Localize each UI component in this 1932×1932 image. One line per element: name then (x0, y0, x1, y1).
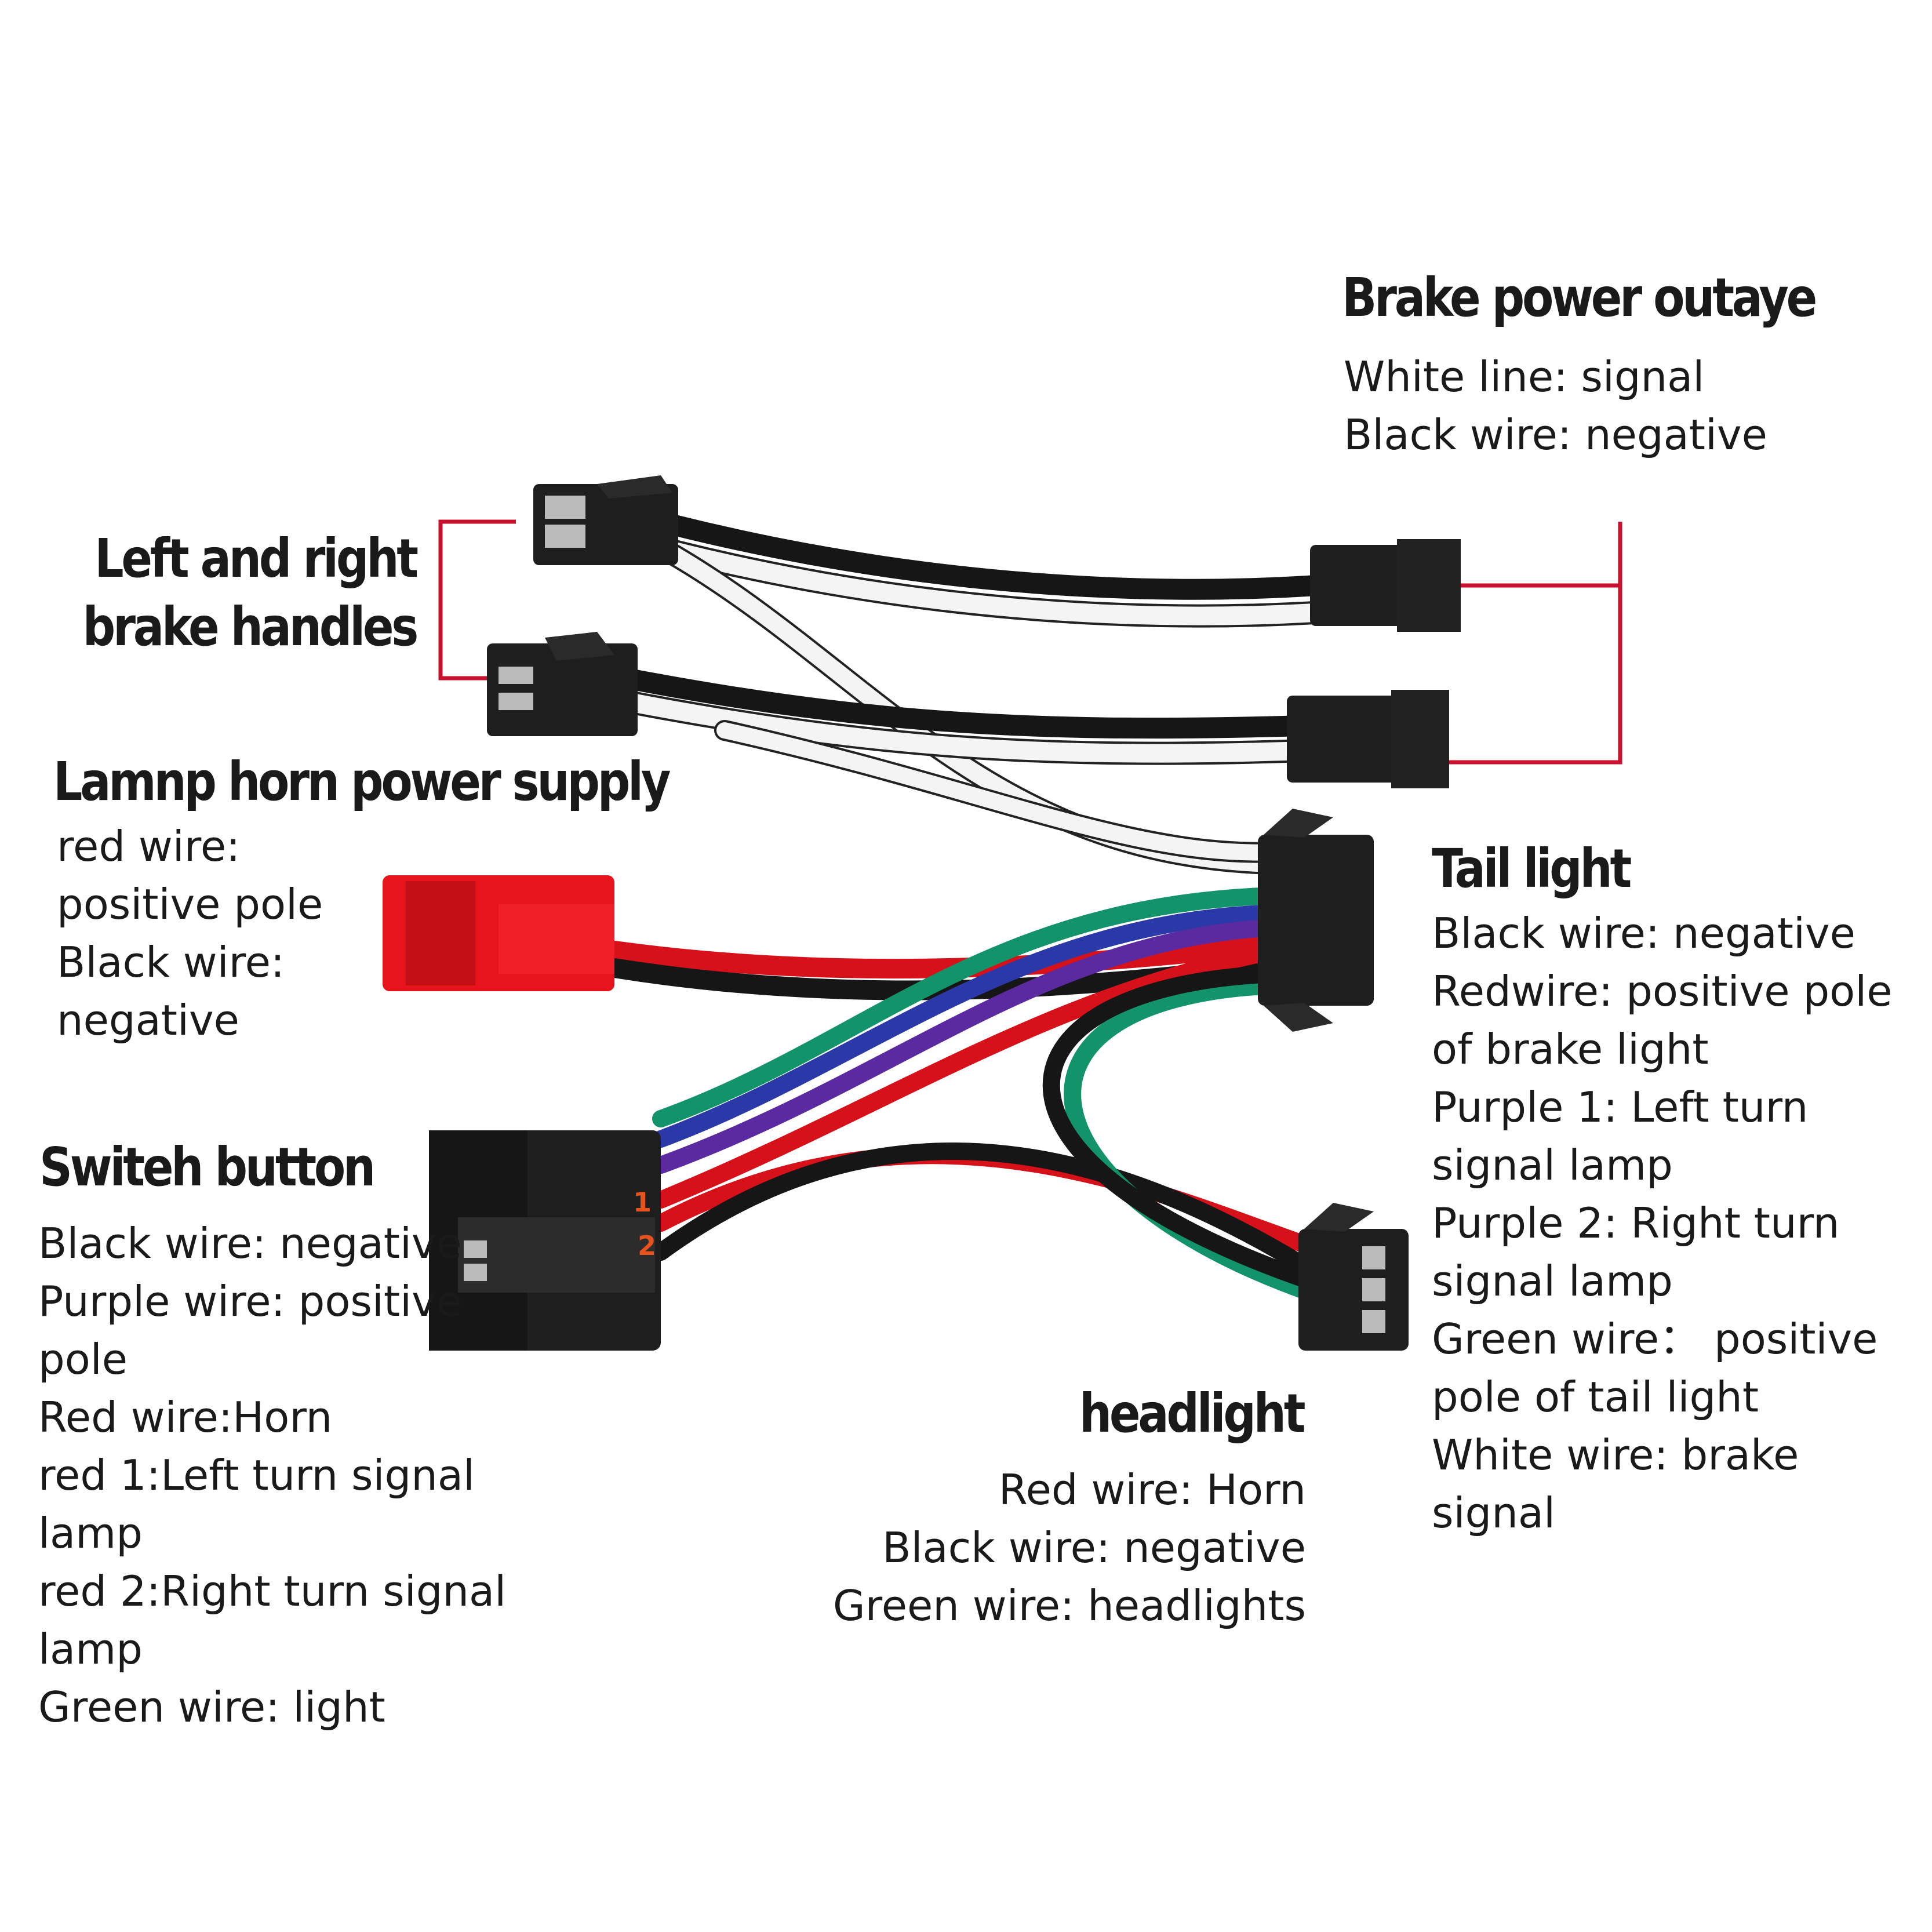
lamp-horn-line-4: negative (57, 996, 239, 1045)
tail-light-line-11: signal (1432, 1489, 1555, 1537)
wire-bundle (605, 514, 1345, 1301)
lamp-horn-line-3: Black wire: (57, 938, 285, 987)
wire-black-top (662, 514, 1344, 600)
brake-power-description: White line: signal Black wire: negative (1344, 348, 1767, 464)
tail-light-line-2: Redwire: positive pole (1432, 967, 1893, 1016)
brake-power-bracket (1438, 522, 1622, 765)
switch-button-line-3: pole (38, 1335, 128, 1384)
wire-blue-switch-tail (652, 904, 1284, 1148)
switch-button-line-1: Black wire: negative (38, 1219, 462, 1268)
tail-light-line-7: signal lamp (1432, 1257, 1673, 1305)
wire-black-tail-head (1042, 965, 1319, 1290)
brake-power-line-1: White line: signal (1344, 352, 1705, 401)
lamp-horn-line-2: positive pole (57, 880, 323, 929)
lamp-horn-power-connector (383, 875, 614, 991)
headlight-line-2: Black wire: negative (882, 1523, 1306, 1572)
tail-light-line-9: pole of tail light (1432, 1373, 1759, 1421)
brake-power-connector-top (1310, 539, 1461, 632)
tail-light-line-1: Black wire: negative (1432, 909, 1855, 958)
headlight-connector (1298, 1203, 1409, 1351)
brake-power-title: Brake power outaye (1342, 267, 1817, 329)
brake-handle-connector-left-bottom (487, 632, 638, 736)
wire-black-second (616, 668, 1315, 739)
switch-button-title: Switeh button (39, 1136, 376, 1198)
wire-red-switch-tail (652, 942, 1284, 1209)
tail-light-description: Black wire: negative Redwire: positive p… (1432, 904, 1893, 1542)
headlight-line-1: Red wire: Horn (998, 1465, 1306, 1514)
switch-button-connector: 1 2 (429, 1130, 661, 1351)
tail-light-line-8: Green wire： positive (1432, 1315, 1878, 1363)
wire-green-switch-tail (652, 887, 1284, 1127)
wire-black-switch-head (652, 1142, 1319, 1278)
switch-button-line-7: red 2:Right turn signal (38, 1567, 507, 1616)
switch-button-line-8: lamp (38, 1625, 143, 1673)
brake-handles-title-line-2: brake handles (82, 596, 419, 658)
tail-light-title: Tail light (1432, 838, 1632, 900)
tail-light-line-10: White wire: brake (1432, 1431, 1799, 1479)
brake-handle-connector-left-top (533, 475, 678, 565)
switch-button-description: Black wire: negative Purple wire: positi… (38, 1214, 506, 1736)
tail-light-line-3: of brake light (1432, 1025, 1709, 1074)
pin-mark-1: 1 (633, 1187, 652, 1218)
headlight-title: headlight (1079, 1382, 1306, 1445)
pin-mark-2: 2 (638, 1230, 656, 1261)
brake-power-line-2: Black wire: negative (1344, 410, 1767, 459)
switch-button-line-6: lamp (38, 1509, 143, 1558)
switch-button-line-2: Purple wire: positive (38, 1277, 463, 1326)
wire-purple-switch-tail (652, 919, 1284, 1174)
headlight-description: Red wire: Horn Black wire: negative Gree… (833, 1461, 1306, 1635)
tail-light-line-4: Purple 1: Left turn (1432, 1083, 1809, 1131)
switch-button-line-9: Green wire: light (38, 1683, 385, 1731)
switch-button-line-4: Red wire:Horn (38, 1393, 333, 1442)
tail-light-line-5: signal lamp (1432, 1141, 1673, 1189)
brake-handles-bracket (438, 519, 516, 681)
headlight-line-3: Green wire: headlights (832, 1581, 1306, 1630)
lamp-horn-description: red wire: positive pole Black wire: nega… (57, 817, 323, 1049)
lamp-horn-title: Lamnp horn power supply (53, 751, 671, 813)
tail-light-connector (1258, 809, 1374, 1032)
tail-light-line-6: Purple 2: Right turn (1432, 1199, 1840, 1247)
brake-power-connector-bottom (1287, 690, 1449, 788)
switch-button-line-5: red 1:Left turn signal (38, 1451, 475, 1500)
lamp-horn-line-1: red wire: (57, 822, 241, 871)
brake-handles-title-line-1: Left and right (94, 527, 419, 590)
